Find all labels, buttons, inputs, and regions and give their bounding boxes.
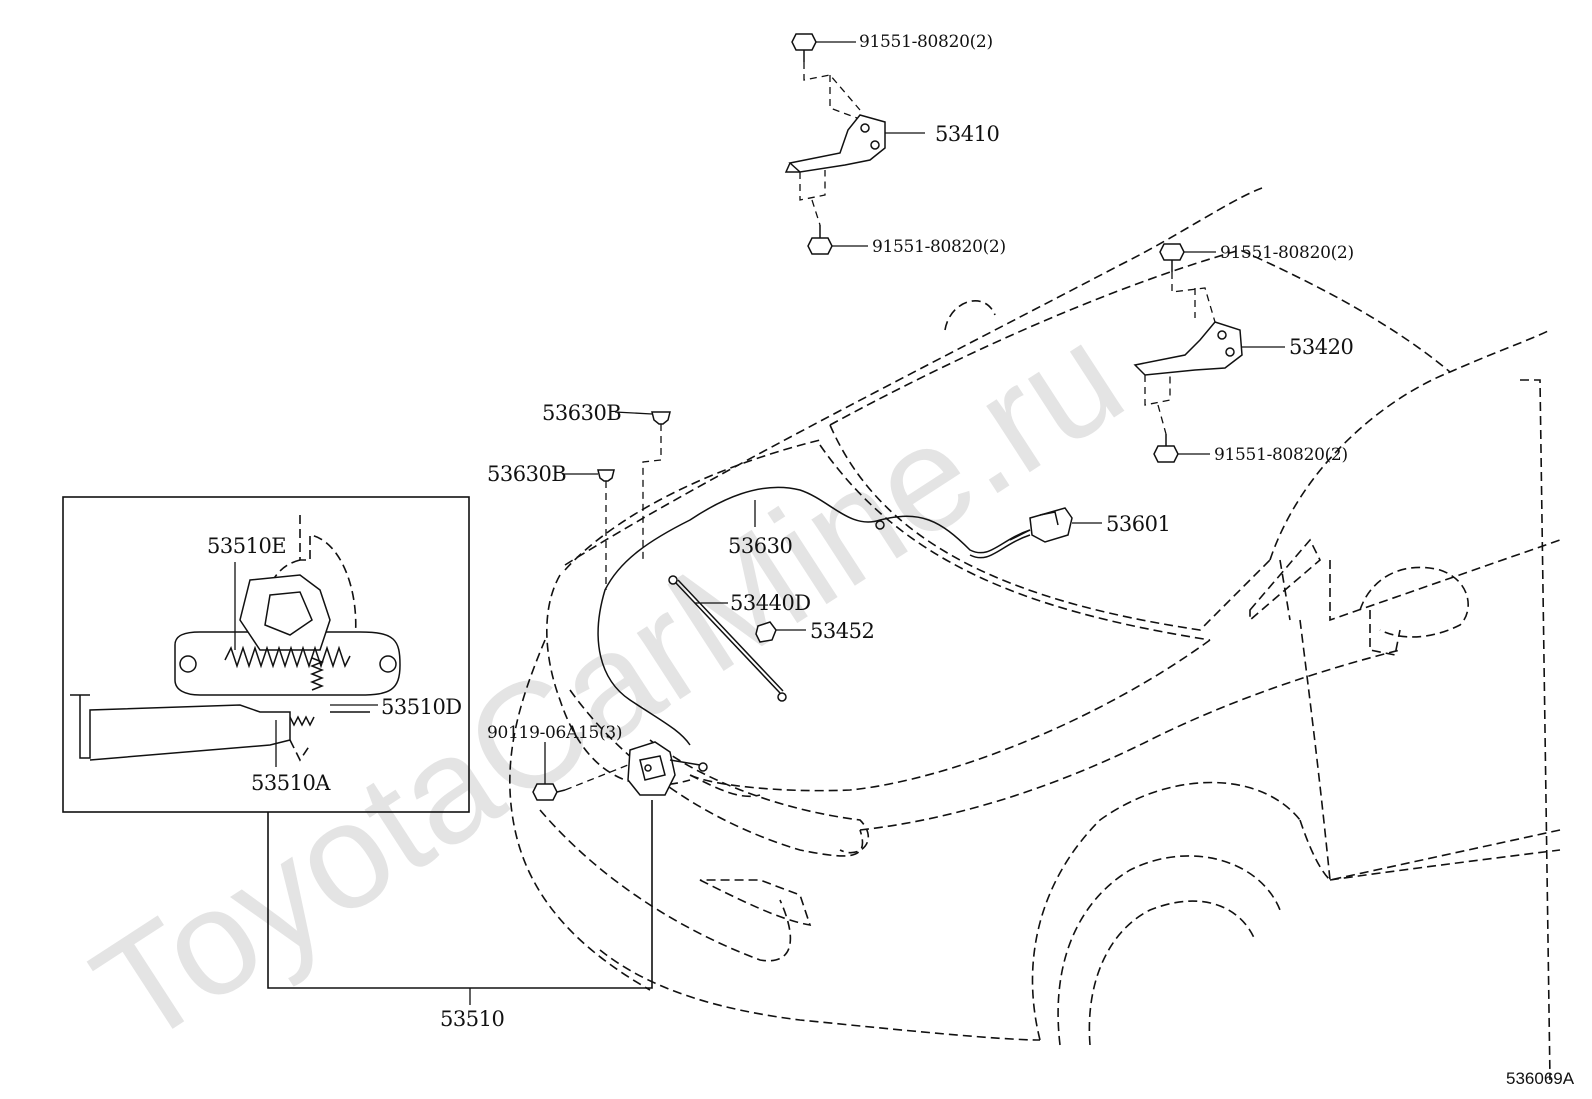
- bolt-right-a[interactable]: [1159, 243, 1185, 272]
- label-bolt-top-a: 91551-80820(2): [859, 32, 993, 52]
- label-release-lever: 53601: [1106, 512, 1170, 536]
- vehicle-outline: [509, 187, 1561, 1081]
- label-inset-part-e: 53510E: [207, 534, 286, 558]
- hood-lock-assy[interactable]: [627, 741, 708, 796]
- cable-clip-upper[interactable]: [651, 411, 671, 425]
- hood-hinge-rh[interactable]: [1133, 321, 1243, 376]
- label-bolt-right-b: 91551-80820(2): [1214, 445, 1348, 465]
- label-hinge-rh: 53420: [1289, 335, 1353, 359]
- leader-lines: [234, 41, 1285, 784]
- hood-hinge-lh[interactable]: [784, 114, 886, 173]
- illustration-id: 536069A: [1506, 1069, 1575, 1088]
- label-clip-lower: 53630B: [487, 462, 566, 486]
- detail-inset-frame: [62, 496, 470, 813]
- label-rod-holder: 53452: [810, 619, 874, 643]
- label-clip-upper: 53630B: [542, 401, 621, 425]
- label-inset-part-a: 53510A: [251, 771, 331, 795]
- label-support-rod: 53440D: [730, 591, 811, 615]
- lock-bolt[interactable]: [532, 783, 566, 801]
- hood-release-cable[interactable]: [597, 486, 1031, 746]
- label-inset-part-d: 53510D: [381, 695, 462, 719]
- label-bolt-top-b: 91551-80820(2): [872, 237, 1006, 257]
- bolt-top-a[interactable]: [791, 33, 817, 62]
- label-lock-bolt: 90119-06A15(3): [487, 723, 622, 743]
- hood-release-lever[interactable]: [1009, 507, 1073, 543]
- label-hinge-lh: 53410: [935, 122, 999, 146]
- cable-clip-lower[interactable]: [597, 469, 615, 482]
- hood-support-rod[interactable]: [668, 575, 787, 702]
- bolt-top-b[interactable]: [807, 225, 833, 255]
- label-release-cable: 53630: [728, 534, 792, 558]
- rod-holder[interactable]: [755, 621, 777, 643]
- bolt-right-b[interactable]: [1153, 434, 1179, 463]
- inset-bracket: [267, 800, 653, 989]
- lock-detail: [70, 515, 401, 762]
- label-lock-assy: 53510: [440, 1007, 504, 1031]
- label-bolt-right-a: 91551-80820(2): [1220, 243, 1354, 263]
